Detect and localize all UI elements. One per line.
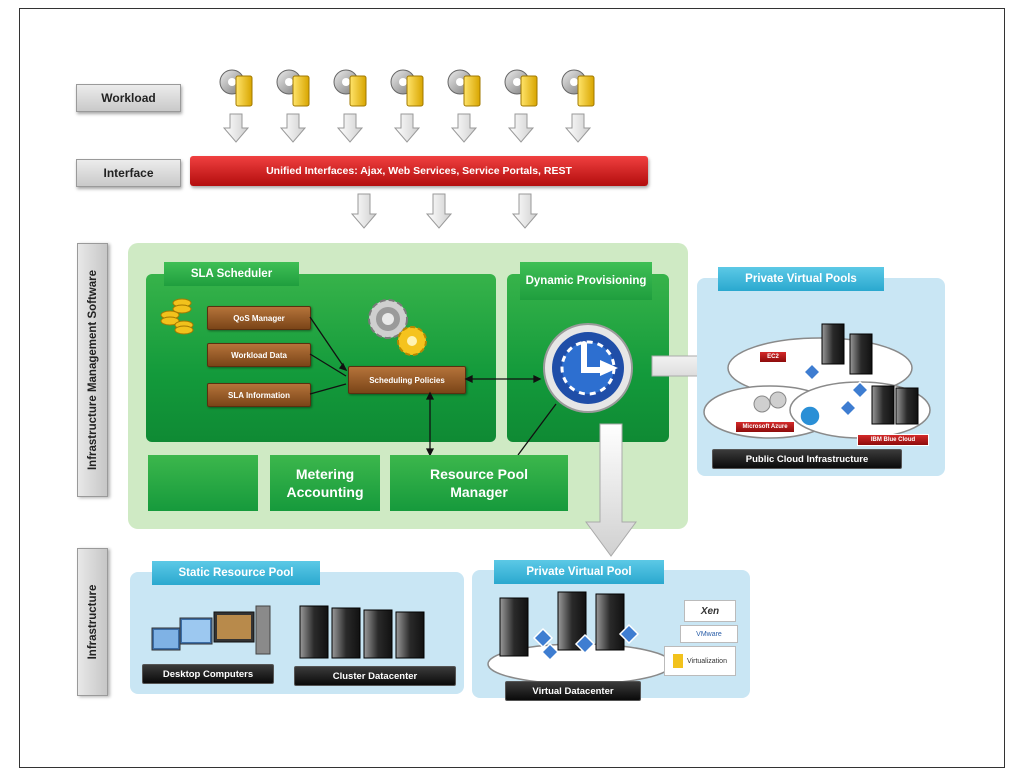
private-virtual-pools-title: Private Virtual Pools [718, 267, 884, 291]
private-virtual-pools-title-text: Private Virtual Pools [745, 273, 857, 285]
sla-scheduler-title-text: SLA Scheduler [190, 268, 273, 280]
dynamic-provisioning-title: Dynamic Provisioning [520, 262, 652, 300]
workload-label-text: Workload [101, 91, 156, 105]
virtualization-logo: Virtualization [664, 646, 736, 676]
unified-interfaces-bar: Unified Interfaces: Ajax, Web Services, … [190, 156, 648, 186]
xen-logo: Xen [684, 600, 736, 622]
static-resource-pool-title: Static Resource Pool [152, 561, 320, 585]
globe-icon [799, 405, 821, 427]
workload-data-text: Workload Data [231, 350, 287, 360]
cluster-datacenter-text: Cluster Datacenter [332, 670, 418, 682]
ibm-tag-text: IBM Blue Cloud [870, 437, 916, 443]
interface-label-text: Interface [103, 166, 154, 180]
down-arrow-icon [450, 113, 478, 143]
desktop-computers-text: Desktop Computers [162, 668, 254, 680]
empty-green-box [148, 455, 258, 511]
resource-pool-manager-text: Resource Pool Manager [429, 466, 529, 500]
gear-document-icon [219, 69, 253, 107]
virtualization-logo-text: Virtualization [687, 657, 727, 665]
dynamic-provisioning-text: Dynamic Provisioning [525, 275, 647, 287]
workload-data-box: Workload Data [207, 343, 311, 367]
server-icon [821, 323, 919, 425]
metering-accounting-box: Metering Accounting [270, 455, 380, 511]
azure-tag-text: Microsoft Azure [742, 424, 788, 430]
scheduling-policies-text: Scheduling Policies [369, 375, 445, 385]
interface-layer-label: Interface [76, 159, 181, 187]
private-virtual-pool-title: Private Virtual Pool [494, 560, 664, 584]
down-arrow-icon [393, 113, 421, 143]
ibm-tag: IBM Blue Cloud [857, 434, 929, 446]
unified-interfaces-text: Unified Interfaces: Ajax, Web Services, … [266, 165, 572, 177]
workload-icons-row [219, 69, 595, 143]
network-node-icon [532, 623, 640, 662]
ec2-tag: EC2 [759, 351, 787, 363]
vmware-logo-text: VMware [696, 630, 722, 638]
resource-pool-manager-box: Resource Pool Manager [390, 455, 568, 511]
down-arrow-icon [585, 423, 637, 557]
qos-manager-text: QoS Manager [233, 313, 285, 323]
down-arrow-icon [222, 113, 250, 143]
desktop-computer-icon [151, 605, 271, 655]
down-arrow-icon [511, 193, 539, 229]
virtual-datacenter-text: Virtual Datacenter [532, 685, 614, 697]
down-arrow-icon [350, 193, 378, 229]
server-icon [299, 605, 425, 659]
xen-logo-text: Xen [700, 605, 720, 617]
azure-tag: Microsoft Azure [735, 421, 795, 433]
public-cloud-text: Public Cloud Infrastructure [745, 453, 869, 465]
gear-document-icon [504, 69, 538, 107]
ec2-tag-text: EC2 [767, 354, 779, 360]
gear-document-icon [333, 69, 367, 107]
down-arrow-icon [564, 113, 592, 143]
private-virtual-pool-title-text: Private Virtual Pool [526, 566, 632, 578]
metering-accounting-text: Metering Accounting [286, 466, 364, 500]
workload-layer-label: Workload [76, 84, 181, 112]
provisioning-clock-icon [543, 323, 633, 413]
infrastructure-layer-label: Infrastructure [77, 548, 108, 696]
interface-down-arrows [350, 193, 539, 229]
server-icon [499, 591, 625, 657]
desktop-computers-label: Desktop Computers [142, 664, 274, 684]
down-arrow-icon [279, 113, 307, 143]
sla-information-text: SLA Information [228, 390, 290, 400]
sla-scheduler-title: SLA Scheduler [164, 262, 299, 286]
down-arrow-icon [336, 113, 364, 143]
virtualization-logo-icon [673, 654, 684, 668]
public-cloud-label: Public Cloud Infrastructure [712, 449, 902, 469]
sla-information-box: SLA Information [207, 383, 311, 407]
infra-mgmt-layer-label: Infrastructure Management Software [77, 243, 108, 497]
static-pool-illustration [151, 605, 425, 659]
public-cloud-illustration [703, 323, 931, 439]
scheduling-policies-box: Scheduling Policies [348, 366, 466, 394]
virtual-datacenter-illustration [487, 591, 673, 685]
sla-scheduler-panel [146, 274, 496, 442]
gear-document-icon [390, 69, 424, 107]
vmware-logo: VMware [680, 625, 738, 643]
gears-icon [753, 391, 787, 413]
cluster-datacenter-label: Cluster Datacenter [294, 666, 456, 686]
gear-document-icon [276, 69, 310, 107]
down-arrow-icon [425, 193, 453, 229]
gears-icon [368, 299, 427, 356]
static-resource-pool-title-text: Static Resource Pool [178, 567, 294, 579]
network-node-icon [802, 362, 870, 418]
down-arrow-icon [507, 113, 535, 143]
gear-document-icon [447, 69, 481, 107]
virtual-datacenter-label: Virtual Datacenter [505, 681, 641, 701]
coins-icon [160, 298, 194, 335]
gear-document-icon [561, 69, 595, 107]
